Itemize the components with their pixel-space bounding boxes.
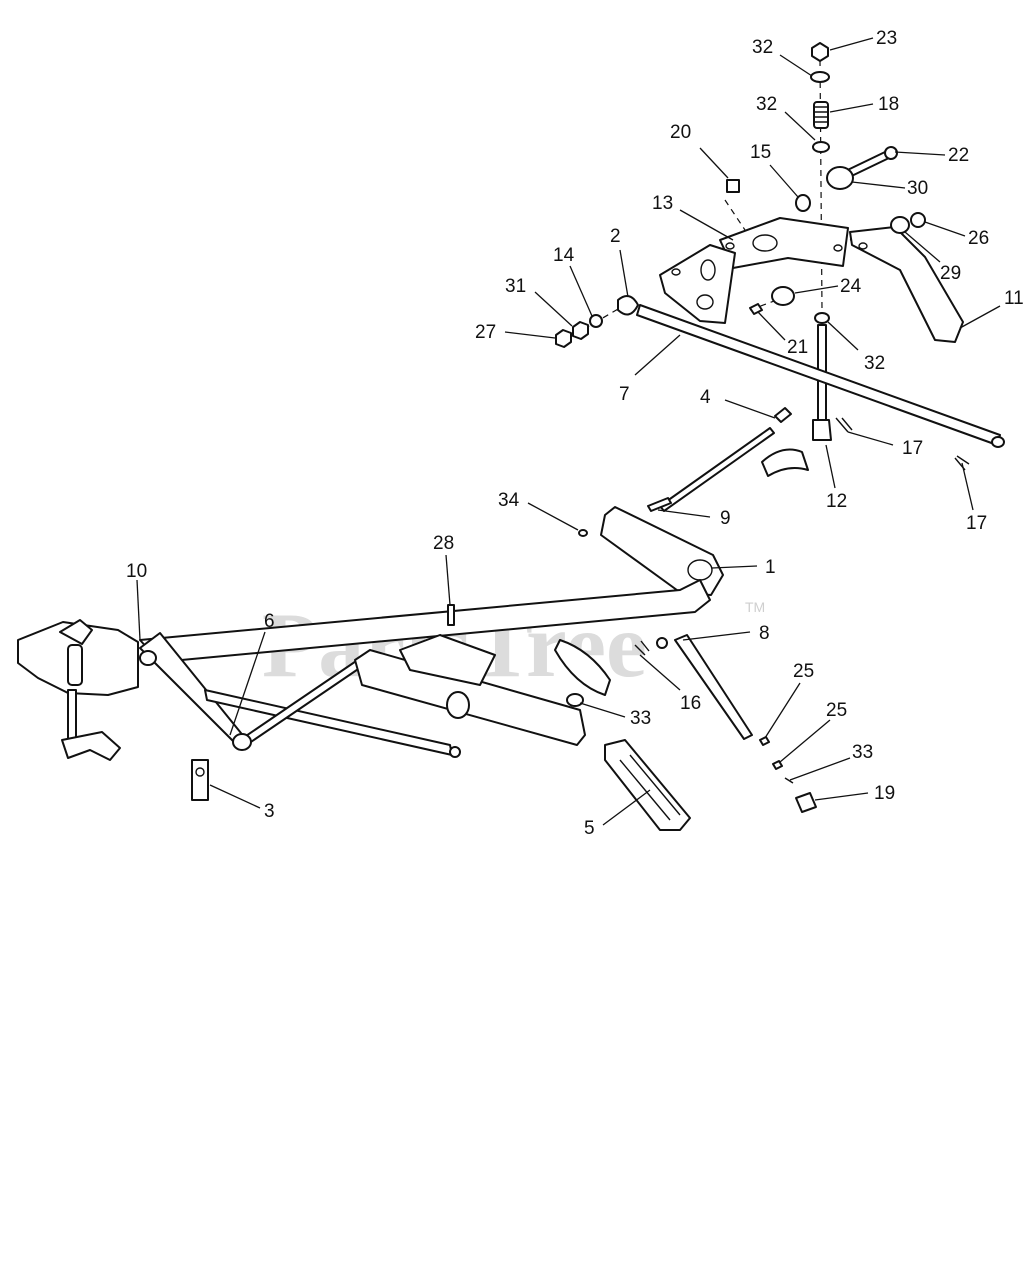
axis-bolt-20 (724, 199, 746, 231)
spring-assembly-10 (59, 619, 93, 645)
spring-10 (67, 644, 83, 686)
pin-25b (772, 760, 783, 770)
rod-6-end (232, 733, 252, 751)
pedal-pad-5 (604, 739, 691, 831)
clip-12 (761, 448, 809, 477)
callout-32: 32 (864, 353, 885, 374)
nut-26 (910, 212, 926, 228)
washer-32-mid (812, 141, 830, 153)
callout-32: 32 (756, 94, 777, 115)
callout-16: 16 (680, 693, 701, 714)
callout-13: 13 (652, 193, 673, 214)
pin-9 (647, 497, 672, 512)
washer-32-low (814, 312, 830, 324)
callout-12: 12 (826, 491, 847, 512)
clip-10 (61, 731, 121, 761)
callout-2: 2 (610, 226, 621, 247)
callout-27: 27 (475, 322, 496, 343)
fitting-10 (139, 650, 157, 666)
callout-34: 34 (498, 490, 520, 511)
callout-6: 6 (264, 611, 275, 632)
callout-10: 10 (126, 561, 147, 582)
clip-19 (795, 792, 817, 813)
callout-5: 5 (584, 818, 595, 839)
pin-25a (759, 736, 770, 746)
callout-1: 1 (765, 557, 776, 578)
axis-vertical (819, 59, 823, 311)
callout-25: 25 (826, 700, 847, 721)
callout-30: 30 (907, 178, 928, 199)
callout-24: 31 (505, 276, 526, 297)
leader-lines (136, 37, 1001, 826)
callout-4: 4 (700, 387, 711, 408)
callout-32: 32 (752, 37, 773, 58)
watermark-trademark: TM (745, 599, 765, 615)
callout-11: 11 (1004, 288, 1024, 309)
bolt-28 (447, 604, 455, 626)
callout-20: 20 (670, 122, 691, 143)
bolt-22-head (884, 146, 898, 160)
arm-11 (849, 226, 964, 343)
clevis-12 (812, 419, 832, 441)
callout-17: 17 (966, 513, 987, 534)
callout-18: 18 (878, 94, 899, 115)
spacer-15 (795, 194, 811, 212)
callout-9: 9 (720, 508, 731, 529)
upper-assembly (555, 42, 1005, 537)
callout-26: 26 (968, 228, 989, 249)
bolt-20 (726, 179, 740, 193)
callout-28: 28 (433, 533, 454, 554)
pivot-bushing (446, 691, 470, 719)
bushing-4 (774, 407, 792, 423)
washer-33b (784, 777, 794, 784)
cotter-pin-17a (835, 417, 853, 433)
spring-18 (813, 101, 829, 129)
bracket-3 (191, 759, 209, 801)
rod-6-tip (449, 746, 461, 758)
rod-4 (659, 427, 775, 512)
nut-34 (578, 529, 588, 537)
callout-33: 33 (852, 742, 873, 763)
rod-7-tip (991, 436, 1005, 448)
callout-3: 3 (264, 801, 275, 822)
nut-27 (555, 329, 572, 348)
washer-31 (771, 286, 795, 306)
pedal-arm (354, 649, 586, 746)
bracket-plate-2 (659, 244, 736, 324)
spacer-14 (589, 314, 603, 328)
bolt-21 (749, 303, 763, 315)
callout-14: 14 (553, 245, 575, 266)
callout-29: 29 (940, 263, 961, 284)
callout-25: 25 (793, 661, 814, 682)
callout-17: 17 (902, 438, 923, 459)
callout-8: 8 (759, 623, 770, 644)
nut-23 (811, 42, 829, 62)
callout-31: 24 (840, 276, 862, 297)
rod-end-7 (617, 295, 639, 316)
lower-assembly (17, 506, 817, 831)
callout-7: 7 (619, 384, 630, 405)
nut-24 (572, 321, 589, 340)
lever-1 (600, 506, 724, 596)
bracket-13 (719, 217, 849, 269)
pin-8-head (656, 637, 668, 649)
washer-32-top (810, 71, 830, 83)
pin-16 (634, 640, 650, 656)
plate-30 (826, 166, 854, 190)
callouts: 23 32 18 32 20 15 22 30 13 26 29 2 14 24… (126, 28, 1024, 839)
callout-19: 19 (874, 783, 895, 804)
callout-21: 21 (787, 337, 808, 358)
rod-8 (674, 634, 753, 740)
washer-29 (890, 216, 910, 234)
plate-arc (554, 639, 611, 696)
callout-15: 15 (750, 142, 771, 163)
callout-22: 22 (948, 145, 969, 166)
callout-23: 23 (876, 28, 897, 49)
washer-33a (566, 693, 584, 707)
callout-33: 33 (630, 708, 651, 729)
pivot-bracket (399, 634, 496, 686)
